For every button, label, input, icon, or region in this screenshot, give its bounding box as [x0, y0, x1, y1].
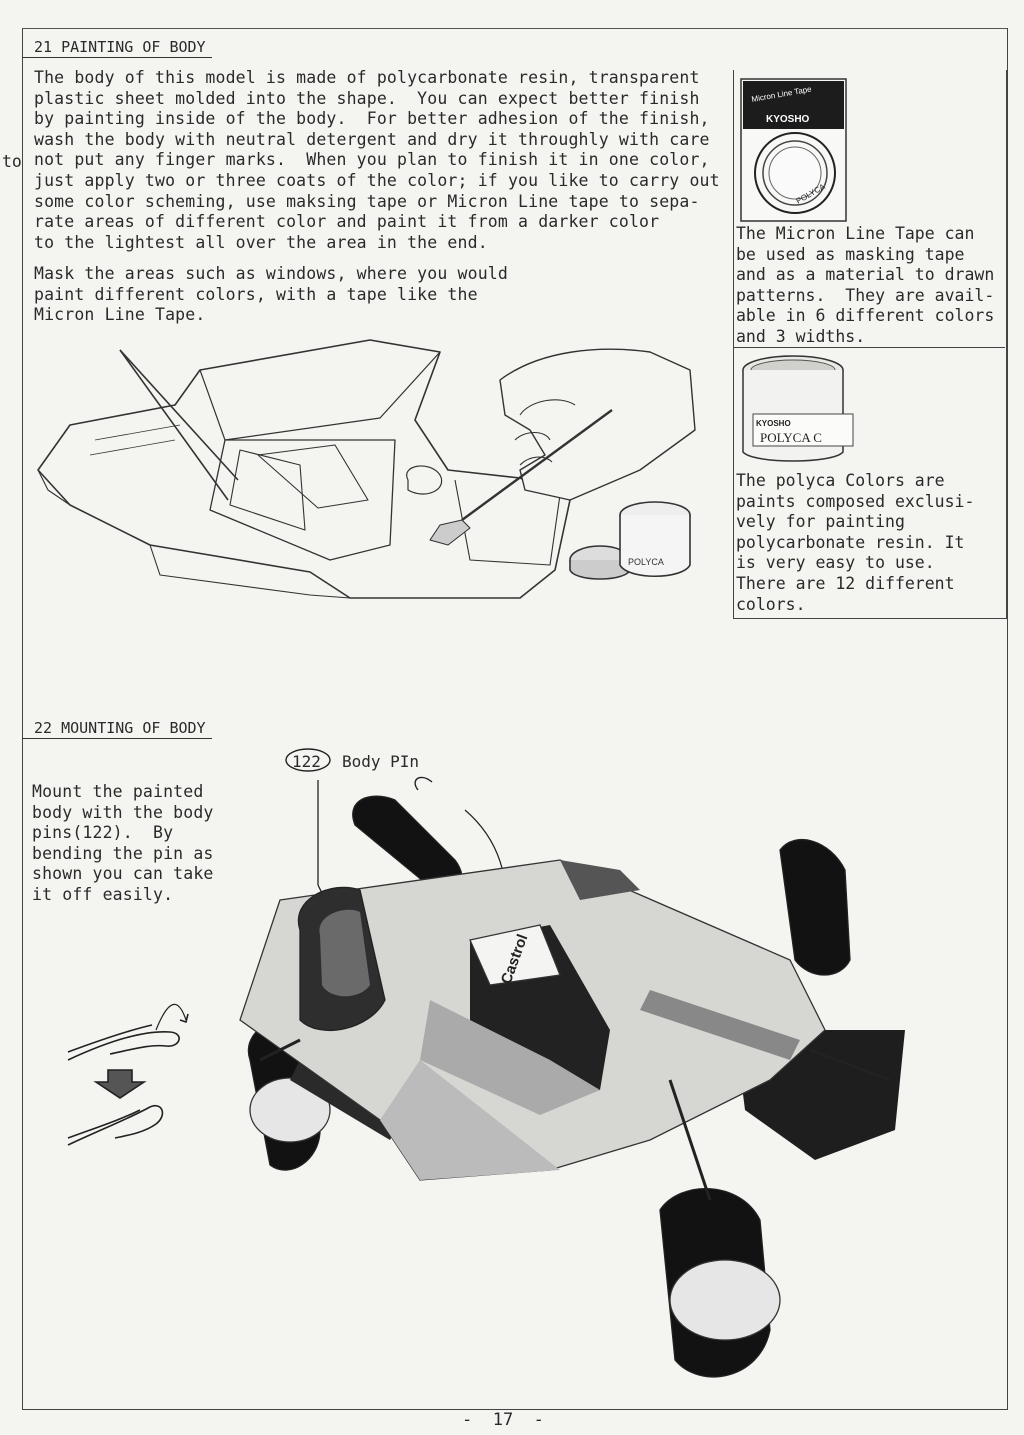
section-21-paragraph-2: Mask the areas such as windows, where yo… — [34, 264, 508, 325]
part-number: 122 — [292, 752, 321, 771]
micron-tape-package: Micron Line Tape KYOSHO POLYCA — [740, 78, 847, 222]
polyca-jar-label: POLYCA — [628, 557, 664, 567]
buggy-photo: Castrol — [239, 776, 905, 1378]
sidebar-box — [733, 70, 1007, 619]
section-22-heading: 22 MOUNTING OF BODY — [22, 719, 212, 739]
page-frame — [22, 28, 1008, 1410]
sidebar-divider — [733, 347, 1005, 348]
polyca-colors-caption: The polyca Colors are paints composed ex… — [736, 471, 975, 614]
jar-brand: KYOSHO — [756, 419, 791, 428]
polyca-paint-jar: KYOSHO POLYCA C — [742, 355, 854, 462]
page-number: - 17 - — [462, 1410, 544, 1430]
section-21-heading: 21 PAINTING OF BODY — [22, 38, 212, 58]
section-22-paragraph: Mount the painted body with the body pin… — [32, 782, 214, 904]
section-21-paragraph-1: The body of this model is made of polyca… — [34, 68, 720, 252]
painting-illustration: POLYCA — [37, 339, 696, 599]
body-pin-diagram — [67, 1003, 189, 1146]
micron-tape-caption: The Micron Line Tape can be used as mask… — [736, 224, 995, 346]
margin-fragment: to — [2, 152, 22, 171]
body-pin-label: Body PIn — [342, 752, 420, 771]
jar-label: POLYCA C — [760, 430, 822, 445]
part-number-callout — [285, 748, 331, 772]
tape-brand: KYOSHO — [766, 114, 810, 125]
